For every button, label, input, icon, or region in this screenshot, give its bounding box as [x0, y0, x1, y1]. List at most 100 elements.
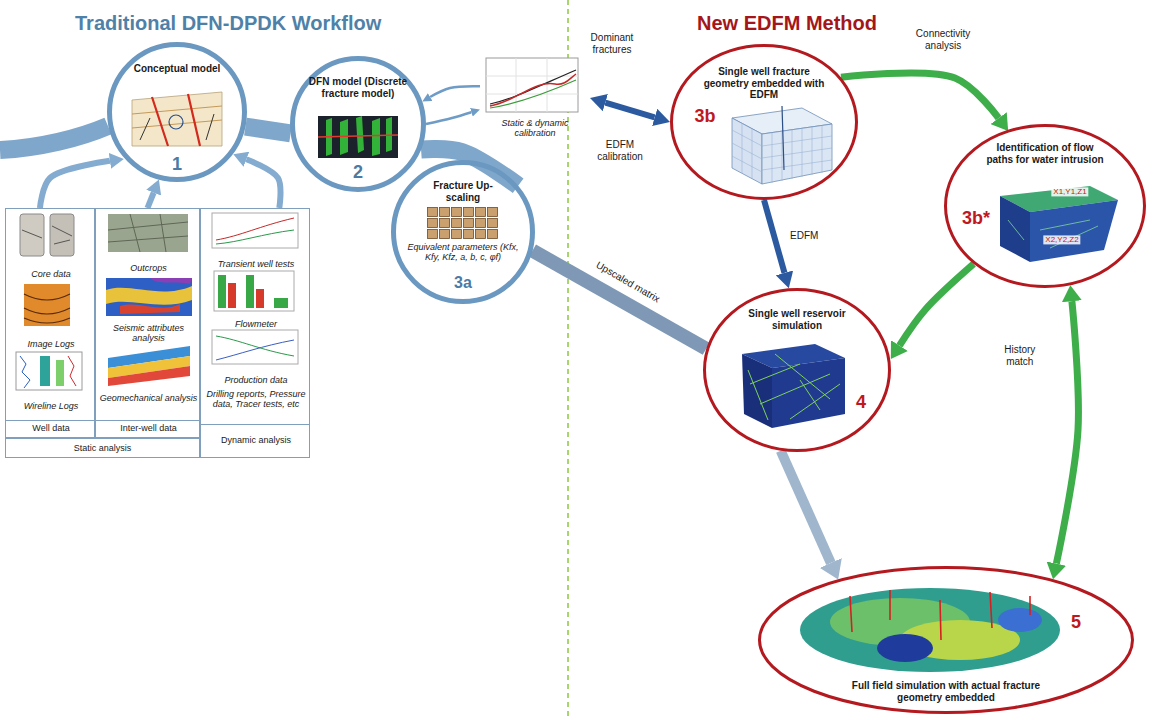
conceptual-sketch	[132, 106, 222, 128]
step-number: 1	[162, 154, 192, 175]
node-outline	[760, 568, 1133, 713]
edge-label: Connectivity analysis	[901, 28, 985, 51]
step-circle: Fracture Up-scalingEquivalent parameters…	[391, 160, 535, 304]
field-surface	[800, 588, 1060, 672]
node-outline	[672, 46, 857, 199]
wireline-log	[56, 360, 64, 386]
coordinate-label: X2,Y2,Z2	[1043, 235, 1080, 244]
edge-label: History match	[990, 344, 1050, 367]
edge-label: Upscaled matrix	[580, 251, 676, 313]
data-panel: Transient well testsFlowmeterProduction …	[200, 208, 310, 458]
step-circle: DFN model (Discrete fracture model) 2	[290, 56, 426, 192]
edge-label: Dominant fractures	[580, 32, 644, 55]
upscaled-cubes	[427, 207, 499, 240]
workflow-band	[0, 126, 108, 150]
geomechanical-model	[108, 366, 190, 386]
input-arrow	[40, 161, 110, 208]
input-arrow	[148, 193, 154, 208]
node-title: Single well reservoir simulation	[737, 308, 857, 331]
outcrop-photo	[108, 214, 188, 252]
upscaling-band	[533, 251, 707, 349]
reservoir-block	[742, 354, 772, 428]
node-title: DFN model (Discrete fracture model)	[308, 76, 408, 99]
fracture-grid	[732, 123, 832, 183]
node-title: Fracture Up-scaling	[419, 180, 507, 203]
dfn-picture	[318, 116, 398, 158]
item-caption: Flowmeter	[203, 319, 309, 329]
core-photo	[20, 214, 74, 256]
well-test-plot	[212, 213, 298, 248]
step-ellipse: Identification of flow paths for water i…	[944, 124, 1146, 288]
field-surface	[800, 588, 1060, 672]
field-surface	[850, 590, 1030, 640]
calibration-chart: Static & dynamic calibration	[480, 54, 590, 142]
item-caption: Image Logs	[8, 339, 94, 349]
well-test-plot	[212, 213, 298, 248]
conceptual-sketch	[132, 92, 222, 146]
flowmeter-bars	[214, 271, 294, 311]
edge-label: EDFM	[782, 231, 826, 243]
node-outline	[946, 126, 1145, 287]
step-ellipse: Full field simulation with actual fractu…	[758, 566, 1134, 714]
flowmeter-bars	[214, 271, 294, 311]
analysis-band: Static analysis	[5, 438, 200, 458]
parameter-list: Equivalent parameters (Kfx, Kfy, Kfz, a,…	[403, 242, 523, 263]
reservoir-block	[742, 344, 845, 428]
node-title: Full field simulation with actual fractu…	[846, 680, 1046, 703]
flow-path-block	[1030, 200, 1118, 262]
image-log	[24, 284, 70, 326]
wireline-log	[68, 356, 76, 386]
production-plot	[216, 336, 294, 356]
outcrop-photo	[108, 214, 188, 252]
dfn-picture	[318, 135, 398, 137]
data-panel: OutcropsSeismic attributes analysisGeome…	[95, 208, 200, 438]
flowmeter-bars	[246, 275, 254, 308]
step-circle: Conceptual model 1	[107, 42, 247, 182]
calibration-plot	[490, 80, 576, 108]
simulation-arrow	[781, 451, 831, 563]
step-number: 3b*	[956, 208, 996, 229]
flow-path-block	[1000, 186, 1118, 262]
column-heading: Well data	[8, 423, 94, 433]
flowmeter-bars	[274, 298, 288, 308]
chart-caption: Static & dynamic calibration	[482, 118, 588, 139]
calibration-plot	[486, 58, 578, 112]
production-plot	[212, 330, 298, 364]
wireline-log	[16, 352, 82, 390]
analysis-arrow	[841, 73, 999, 118]
node-title: Identification of flow paths for water i…	[983, 142, 1107, 165]
upscaled-cubes	[427, 207, 499, 240]
calibration-arrow	[430, 86, 480, 97]
step-ellipse: Single well reservoir simulation 4	[703, 288, 891, 452]
item-caption: Production data	[203, 375, 309, 385]
wireline-log	[40, 356, 50, 386]
item-caption: Wireline Logs	[8, 401, 94, 411]
core-photo	[20, 214, 44, 256]
column-heading: Static analysis	[8, 443, 197, 453]
flow-path-block	[1008, 220, 1098, 248]
workflow-band	[245, 127, 290, 134]
data-panel: Core dataImage LogsWireline LogsWell dat…	[5, 208, 95, 438]
node-title: Conceptual model	[128, 63, 226, 75]
calibration-arrow	[426, 112, 471, 124]
step-number: 2	[343, 162, 373, 183]
flowmeter-bars	[228, 283, 236, 308]
item-caption: Drilling reports, Pressure data, Tracer …	[203, 389, 309, 410]
step-number: 5	[1064, 612, 1088, 633]
column-heading: Dynamic analysis	[203, 435, 309, 445]
geomechanical-model	[108, 346, 190, 386]
conceptual-sketch	[169, 115, 183, 129]
fracture-grid	[732, 106, 832, 184]
step-number: 3a	[448, 274, 478, 292]
field-surface	[877, 634, 933, 662]
step-number: 4	[849, 392, 873, 413]
node-title: Single well fracture geometry embedded w…	[702, 66, 826, 101]
step-ellipse: Single well fracture geometry embedded w…	[670, 44, 858, 200]
conceptual-sketch	[132, 92, 222, 146]
node-outline	[110, 45, 245, 180]
outcrop-photo	[108, 214, 188, 252]
calibration-plot	[490, 70, 576, 104]
edfm-arrow	[605, 103, 654, 118]
